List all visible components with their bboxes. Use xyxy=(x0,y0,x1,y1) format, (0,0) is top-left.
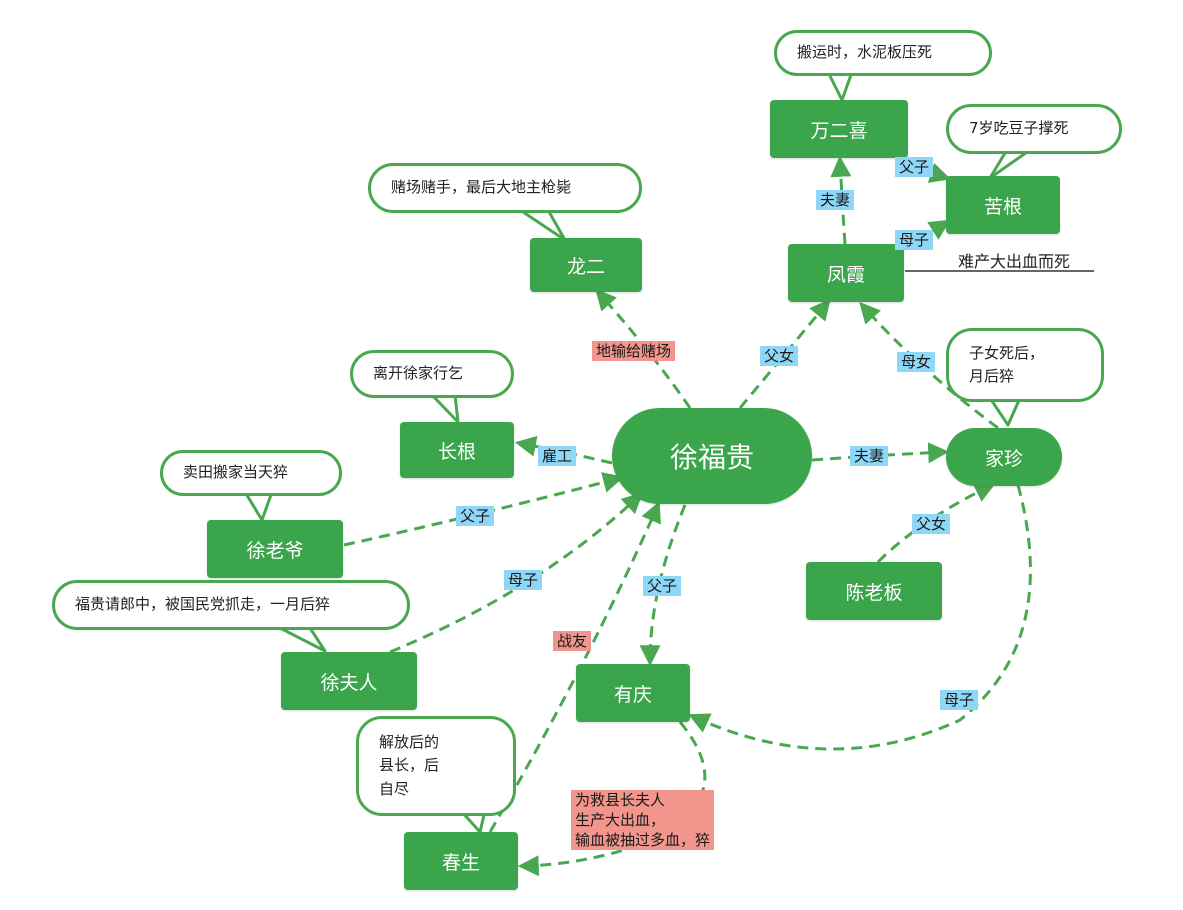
node-wan-erxi[interactable]: 万二喜 xyxy=(770,100,908,158)
note-jia-zhen: 子女死后， 月后猝 xyxy=(946,328,1104,402)
relation-xu-laoye: 父子 xyxy=(456,506,495,526)
note-feng-xia: 难产大出血而死 xyxy=(958,252,1071,271)
relation-chang-gen: 雇工 xyxy=(538,446,577,466)
tail-furen-note xyxy=(278,626,327,653)
relation-xu-furen: 母子 xyxy=(504,570,543,590)
node-ku-gen[interactable]: 苦根 xyxy=(946,176,1060,234)
relation-long-er: 地输给赌场 xyxy=(592,341,676,361)
note-chun-sheng: 解放后的 县长，后 自尽 xyxy=(356,716,516,816)
node-chen-laoban[interactable]: 陈老板 xyxy=(806,562,942,620)
relation-feng-xia: 父女 xyxy=(760,346,799,366)
note-ku-gen: 7岁吃豆子撑死 xyxy=(946,104,1122,154)
tail-wanerxi-note xyxy=(826,70,854,102)
relation-you-qing: 父子 xyxy=(643,576,682,596)
note-chang-gen: 离开徐家行乞 xyxy=(350,350,514,398)
link-fugui-changgen xyxy=(514,435,613,465)
tail-laoye-note xyxy=(243,490,274,522)
node-you-qing[interactable]: 有庆 xyxy=(576,664,690,722)
node-chun-sheng[interactable]: 春生 xyxy=(404,832,518,890)
note-long-er: 赌场赌手，最后大地主枪毙 xyxy=(368,163,642,213)
relation-jia-zhen-you-qing: 母子 xyxy=(940,690,979,710)
node-long-er[interactable]: 龙二 xyxy=(530,238,642,292)
relation-jia-zhen: 夫妻 xyxy=(850,446,889,466)
link-fugui-jiazhen xyxy=(811,442,950,464)
note-xu-laoye: 卖田搬家当天猝 xyxy=(160,450,342,496)
node-xu-furen[interactable]: 徐夫人 xyxy=(281,652,417,710)
link-jiazhen-youqing xyxy=(688,484,1032,751)
node-jia-zhen[interactable]: 家珍 xyxy=(946,428,1062,486)
note-wan-erxi: 搬运时，水泥板压死 xyxy=(774,30,992,76)
tail-jiazhen-note xyxy=(988,396,1022,427)
note-xu-furen: 福贵请郎中，被国民党抓走，一月后猝 xyxy=(52,580,410,630)
relation-wan-erxi-feng-xia: 夫妻 xyxy=(816,190,855,210)
relation-feng-xia-ku-gen: 母子 xyxy=(895,230,934,250)
node-xu-laoye[interactable]: 徐老爷 xyxy=(207,520,343,578)
relation-chen-laoban-jia-zhen: 父女 xyxy=(912,514,951,534)
tail-longer-note xyxy=(518,208,567,242)
tail-changgen-note xyxy=(430,393,460,424)
relation-jia-zhen-feng-xia: 母女 xyxy=(897,352,936,372)
node-feng-xia[interactable]: 凤霞 xyxy=(788,244,904,302)
node-chang-gen[interactable]: 长根 xyxy=(400,422,514,478)
relation-wan-erxi-ku-gen: 父子 xyxy=(895,157,934,177)
link-fugui-youqing xyxy=(639,504,687,667)
note-you-qing: 为救县长夫人 生产大出血， 输血被抽过多血，猝 xyxy=(571,790,715,850)
node-xu-fugui[interactable]: 徐福贵 xyxy=(612,408,812,504)
relation-chun-sheng: 战友 xyxy=(553,631,592,651)
